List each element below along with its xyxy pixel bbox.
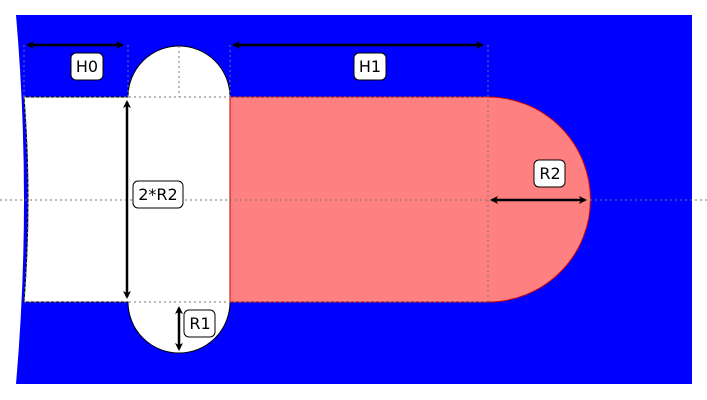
svg-text:H1: H1 bbox=[359, 57, 381, 76]
svg-text:R1: R1 bbox=[189, 314, 210, 333]
two-r2-label: 2*R2 bbox=[132, 180, 184, 209]
svg-text:R2: R2 bbox=[539, 164, 560, 183]
r1-label: R1 bbox=[183, 309, 216, 338]
construction-lines bbox=[0, 45, 707, 303]
svg-text:H0: H0 bbox=[76, 57, 98, 76]
r2-label: R2 bbox=[533, 159, 566, 188]
svg-text:2*R2: 2*R2 bbox=[138, 185, 177, 204]
h0-label: H0 bbox=[70, 52, 104, 81]
h1-label: H1 bbox=[353, 52, 387, 81]
